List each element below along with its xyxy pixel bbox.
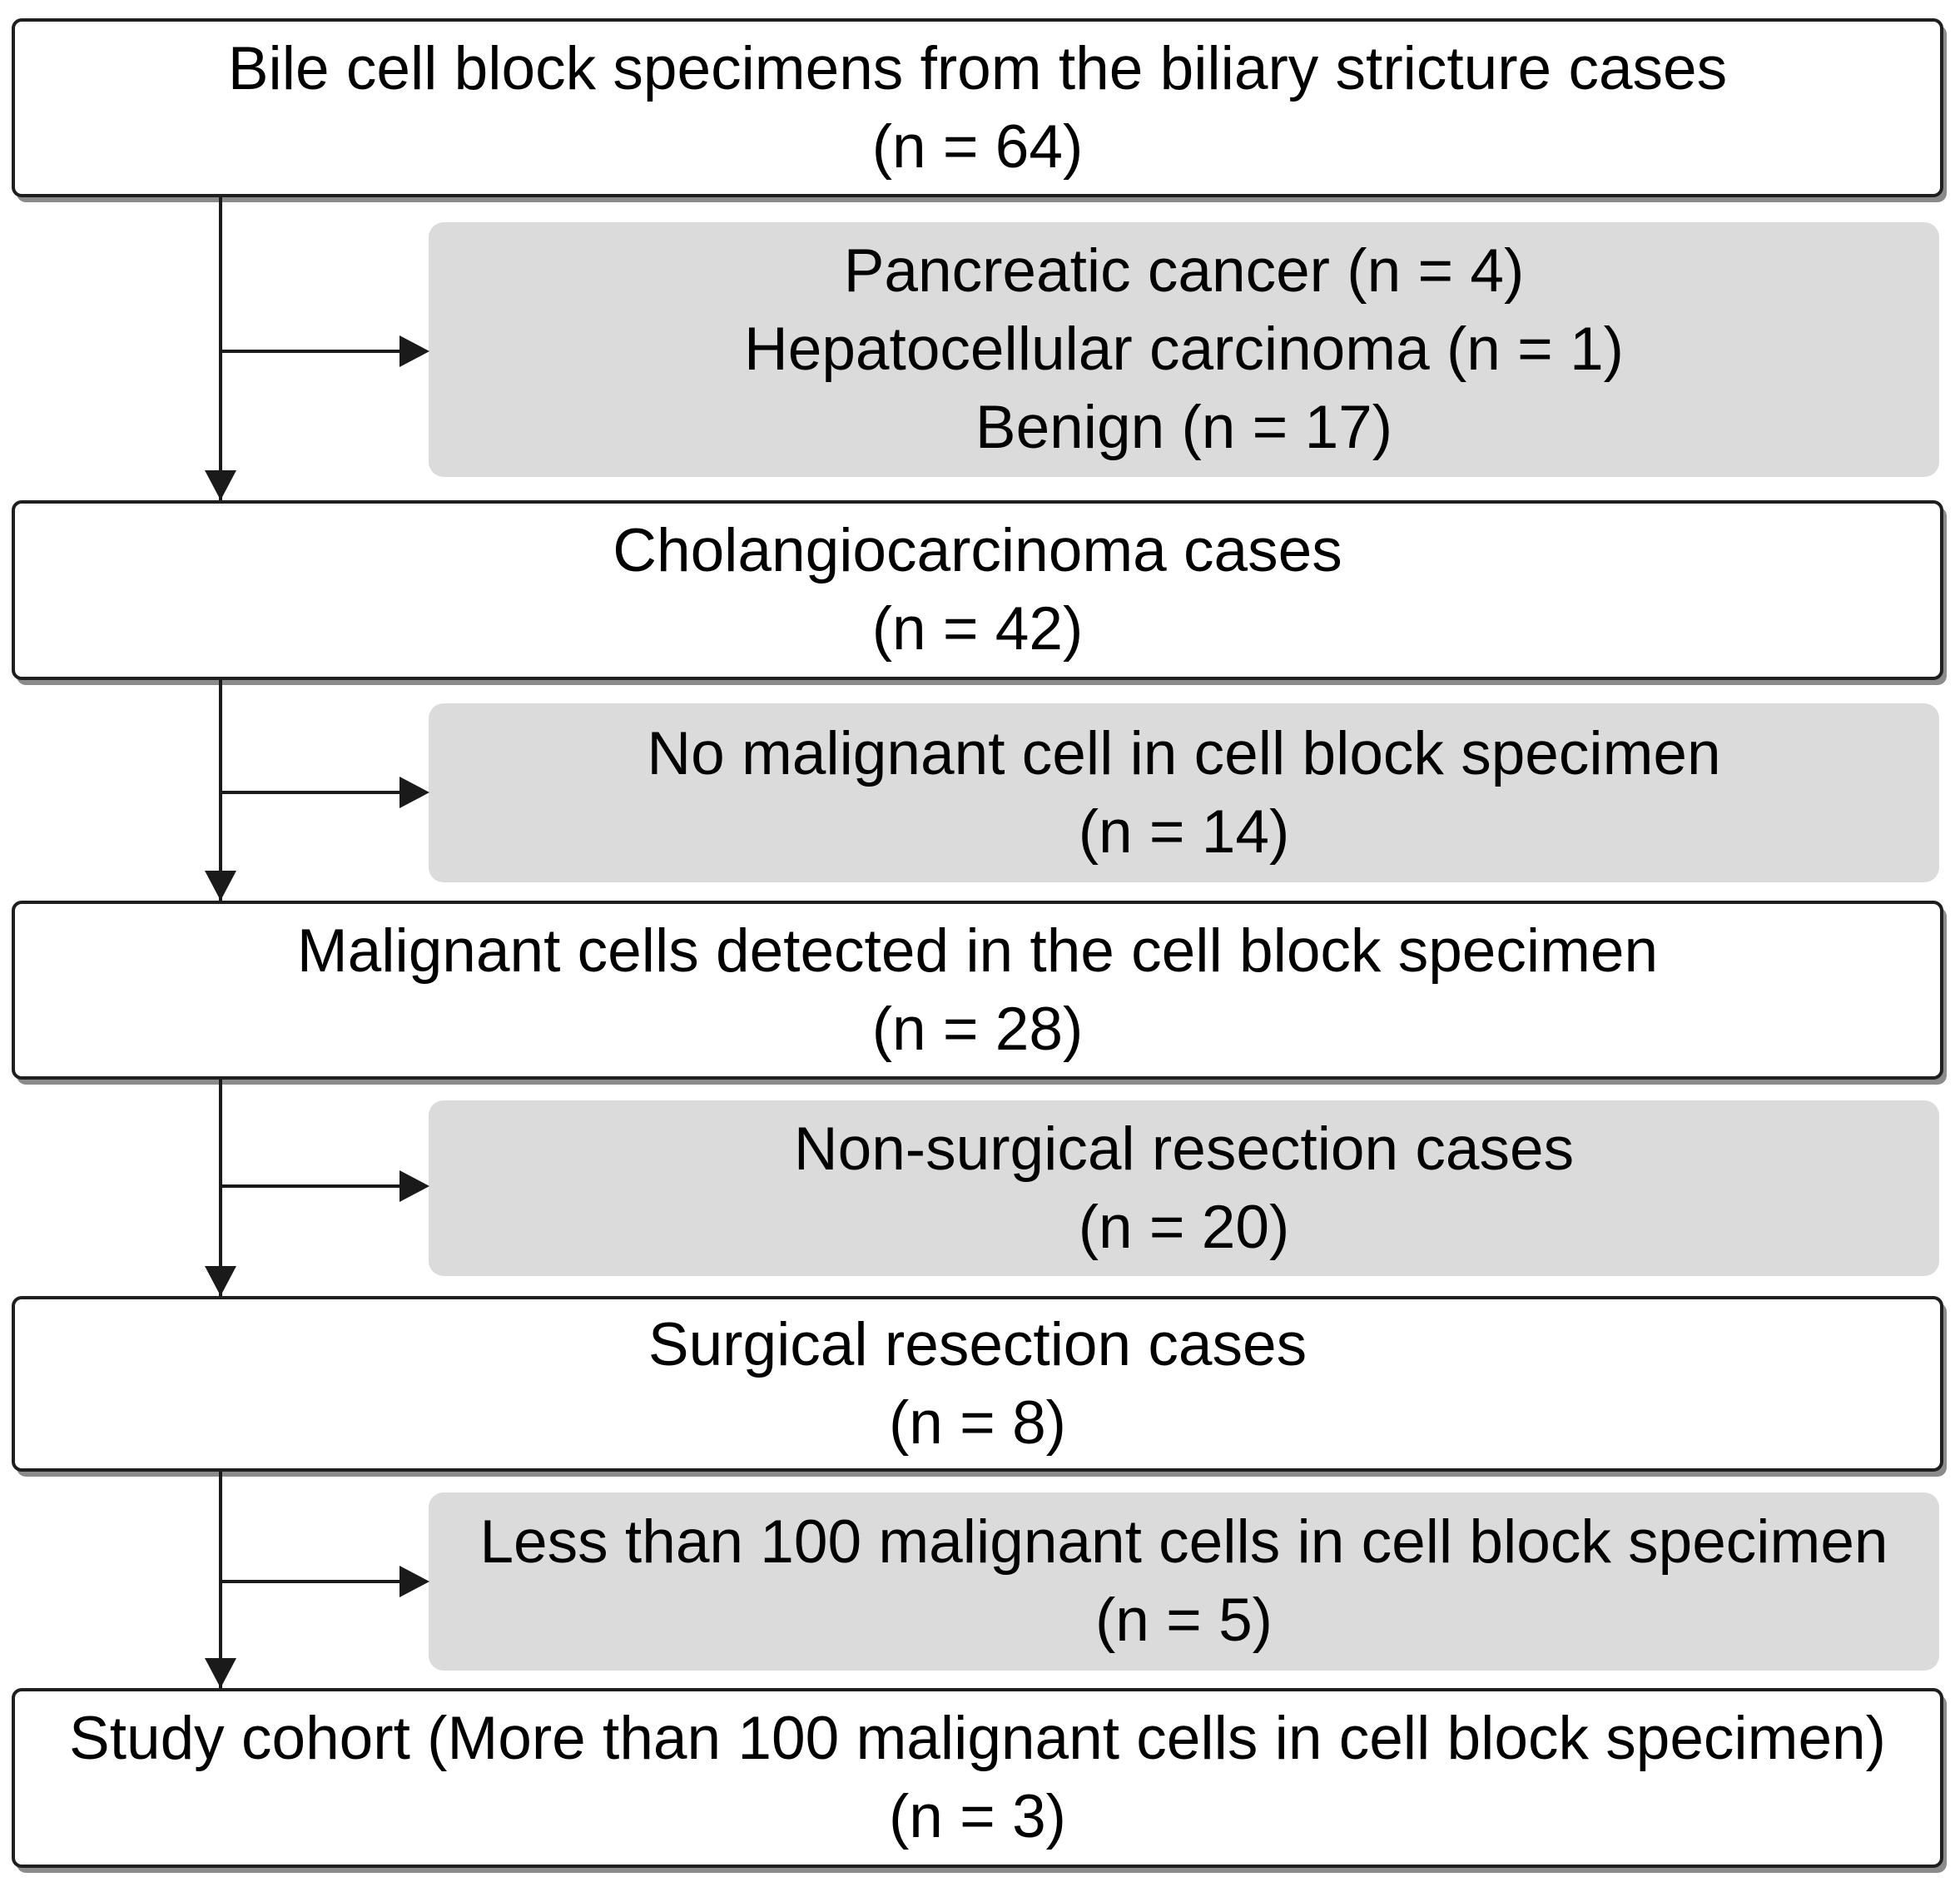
box-text-line: Cholangiocarcinoma cases [613, 517, 1342, 584]
connector-vertical-line [219, 680, 222, 901]
flow-box-cholangiocarcinoma: Cholangiocarcinoma cases (n = 42) [12, 500, 1943, 680]
box-text-line: Bile cell block specimens from the bilia… [227, 34, 1728, 102]
arrow-right-icon [399, 1566, 429, 1597]
box-count-line: (n = 5) [1094, 1587, 1273, 1654]
connector-vertical-line [219, 197, 222, 500]
box-text-line: Hepatocellular carcinoma (n = 1) [744, 315, 1624, 383]
exclusion-box-less-than-100: Less than 100 malignant cells in cell bl… [429, 1492, 1939, 1671]
flow-box-malignant-detected: Malignant cells detected in the cell blo… [12, 901, 1943, 1080]
box-count-line: (n = 8) [888, 1388, 1066, 1457]
exclusion-box-non-surgical: Non-surgical resection cases (n = 20) [429, 1100, 1939, 1276]
box-text-line: Non-surgical resection cases [793, 1115, 1575, 1183]
arrow-right-icon [399, 1170, 429, 1202]
arrow-down-icon [205, 1266, 236, 1296]
box-count-line: (n = 42) [871, 595, 1084, 663]
box-count-line: (n = 28) [871, 995, 1084, 1063]
box-count-line: (n = 14) [1078, 797, 1290, 866]
arrow-down-icon [205, 871, 236, 901]
arrow-right-icon [399, 335, 429, 367]
box-text-line: Malignant cells detected in the cell blo… [296, 916, 1659, 985]
box-text-line: Study cohort (More than 100 malignant ce… [69, 1705, 1886, 1772]
exclusion-box-excluded-diagnoses: Pancreatic cancer (n = 4) Hepatocellular… [429, 222, 1939, 477]
flow-box-surgical: Surgical resection cases (n = 8) [12, 1296, 1943, 1472]
flow-box-study-cohort: Study cohort (More than 100 malignant ce… [12, 1688, 1943, 1868]
box-text-line: Surgical resection cases [648, 1310, 1307, 1378]
box-count-line: (n = 20) [1078, 1193, 1290, 1261]
box-text-line: Less than 100 malignant cells in cell bl… [479, 1508, 1888, 1576]
box-text-line: Pancreatic cancer (n = 4) [843, 237, 1525, 305]
connector-horizontal-line [221, 1580, 400, 1583]
connector-horizontal-line [221, 791, 400, 794]
exclusion-box-no-malignant-cells: No malignant cell in cell block specimen… [429, 703, 1939, 882]
arrow-down-icon [205, 470, 236, 500]
arrow-down-icon [205, 1658, 236, 1688]
connector-horizontal-line [221, 1184, 400, 1188]
connector-vertical-line [219, 1080, 222, 1296]
box-count-line: (n = 3) [888, 1783, 1066, 1850]
box-text-line: No malignant cell in cell block specimen [647, 719, 1721, 787]
box-text-line: Benign (n = 17) [975, 394, 1393, 461]
arrow-right-icon [399, 777, 429, 808]
box-count-line: (n = 64) [871, 112, 1084, 181]
flow-box-specimens: Bile cell block specimens from the bilia… [12, 18, 1943, 197]
connector-horizontal-line [221, 350, 400, 353]
